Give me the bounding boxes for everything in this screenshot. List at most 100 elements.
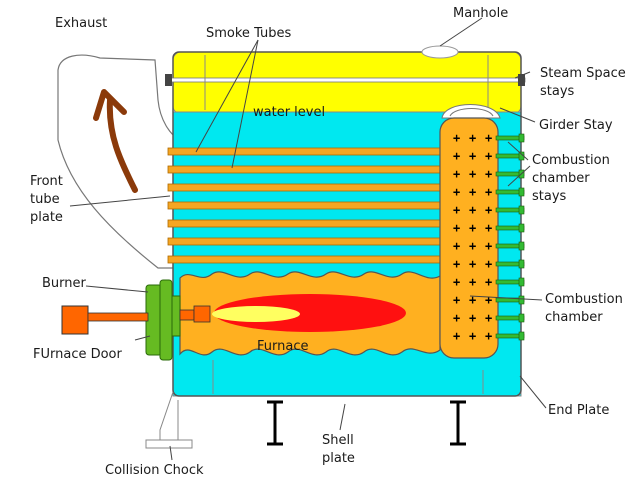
smoke-tube [167,255,449,264]
chamber-stay-mark: + [469,311,476,325]
chamber-stay-mark: + [485,329,492,343]
label-steam-space-stays-1: Steam Space [540,66,626,81]
combustion-chamber-stay-nut [518,295,525,305]
chamber-stay-mark: + [485,185,492,199]
furnace-door-ring [171,295,181,337]
burner-tip [193,305,211,323]
label-front-tube-plate-3: plate [30,210,63,225]
chamber-stay-mark: + [485,257,492,271]
chamber-stay-mark: + [469,329,476,343]
combustion-chamber-stay-nut [518,205,525,215]
chamber-stay-mark: + [469,257,476,271]
chamber-stay-mark: + [469,203,476,217]
chamber-stay-mark: + [485,239,492,253]
chamber-stay-mark: + [469,293,476,307]
chamber-stay-mark: + [485,311,492,325]
label-furnace-door: FUrnace Door [33,347,123,362]
chamber-stay-mark: + [485,149,492,163]
smoke-tube [167,165,449,174]
combustion-chamber-stay-nut [518,259,525,269]
furnace-door-inner [159,279,173,361]
chamber-stay-mark: + [485,293,492,307]
label-combustion-chamber-stays-1: Combustion [532,153,610,168]
leader-lines [69,17,547,461]
shell-supports [267,400,466,446]
collision-chock-base [145,439,193,449]
chamber-stay-mark: + [469,275,476,289]
chamber-stay-mark: + [453,293,460,307]
chamber-stay-mark: + [469,131,476,145]
combustion-chamber-stay-nut [518,241,525,251]
chamber-stay-mark: + [469,167,476,181]
chamber-stay-mark: + [453,329,460,343]
chamber-stay-mark: + [469,185,476,199]
chamber-stay-mark: + [485,167,492,181]
label-water-level: water level [253,105,325,120]
label-steam-space-stays-2: stays [540,84,575,99]
label-shell-plate-2: plate [322,451,355,466]
smoke-tube [167,147,449,156]
smoke-tube [167,219,449,228]
chamber-stay-mark: + [485,275,492,289]
label-shell-plate-1: Shell [322,433,354,448]
label-combustion-chamber-1: Combustion [545,292,623,307]
chamber-stay-mark: + [469,149,476,163]
combustion-chamber [439,117,499,359]
label-end-plate: End Plate [548,403,609,418]
chamber-stay-marks: + + + + + + + + + + + + + + + + + + + + + + + + + + + + + + + + + + + + [453,131,492,343]
stay-nut-right [518,74,525,86]
label-girder-stay: Girder Stay [539,118,613,133]
combustion-chamber-stay-nut [518,277,525,287]
chamber-stay-mark: + [485,221,492,235]
chamber-stay-mark: + [453,131,460,145]
smoke-tube [167,183,449,192]
chamber-stay-mark: + [469,239,476,253]
chamber-stay-mark: + [453,239,460,253]
label-combustion-chamber-2: chamber [545,310,603,325]
chamber-stay-mark: + [453,185,460,199]
flame-inner [212,306,300,322]
label-combustion-chamber-stays-3: stays [532,189,567,204]
chamber-stay-mark: + [453,275,460,289]
chamber-stay-mark: + [453,311,460,325]
label-smoke-tubes: Smoke Tubes [206,26,292,41]
combustion-chamber-stay-nut [518,223,525,233]
label-combustion-chamber-stays-2: chamber [532,171,590,186]
collision-chock [159,391,179,442]
label-manhole: Manhole [453,6,508,21]
chamber-stay-mark: + [453,203,460,217]
label-exhaust: Exhaust [55,16,107,31]
label-front-tube-plate-1: Front [30,174,63,189]
chamber-stay-mark: + [453,257,460,271]
manhole [421,45,459,59]
label-front-tube-plate-2: tube [30,192,60,207]
chamber-stay-mark: + [485,131,492,145]
exhaust-arrow [106,97,138,193]
chamber-stay-mark: + [485,203,492,217]
combustion-chamber-stay-nut [518,133,525,143]
burner-pipe [87,312,149,322]
chamber-stay-mark: + [453,221,460,235]
smoke-tube [167,201,449,210]
girder-stay-inner [449,108,494,117]
label-burner: Burner [42,276,87,291]
chamber-stay-mark: + [469,221,476,235]
flame-outer [214,294,406,332]
exhaust-arrow-head [93,89,127,121]
chamber-stay-mark: + [453,149,460,163]
label-furnace: Furnace [257,339,308,354]
girder-stay [441,104,501,119]
burner-body [61,305,89,335]
combustion-chamber-stay-nut [518,331,525,341]
combustion-chamber-stay-nut [518,313,525,323]
combustion-chamber-stay-nut [518,187,525,197]
chamber-stay-mark: + [453,167,460,181]
burner-nozzle [179,309,195,321]
steam-space-stay [169,77,526,83]
label-collision-chock: Collision Chock [105,463,204,478]
combustion-chamber-stays [495,133,525,341]
stay-nut-left [165,74,172,86]
smoke-tube [167,237,449,246]
